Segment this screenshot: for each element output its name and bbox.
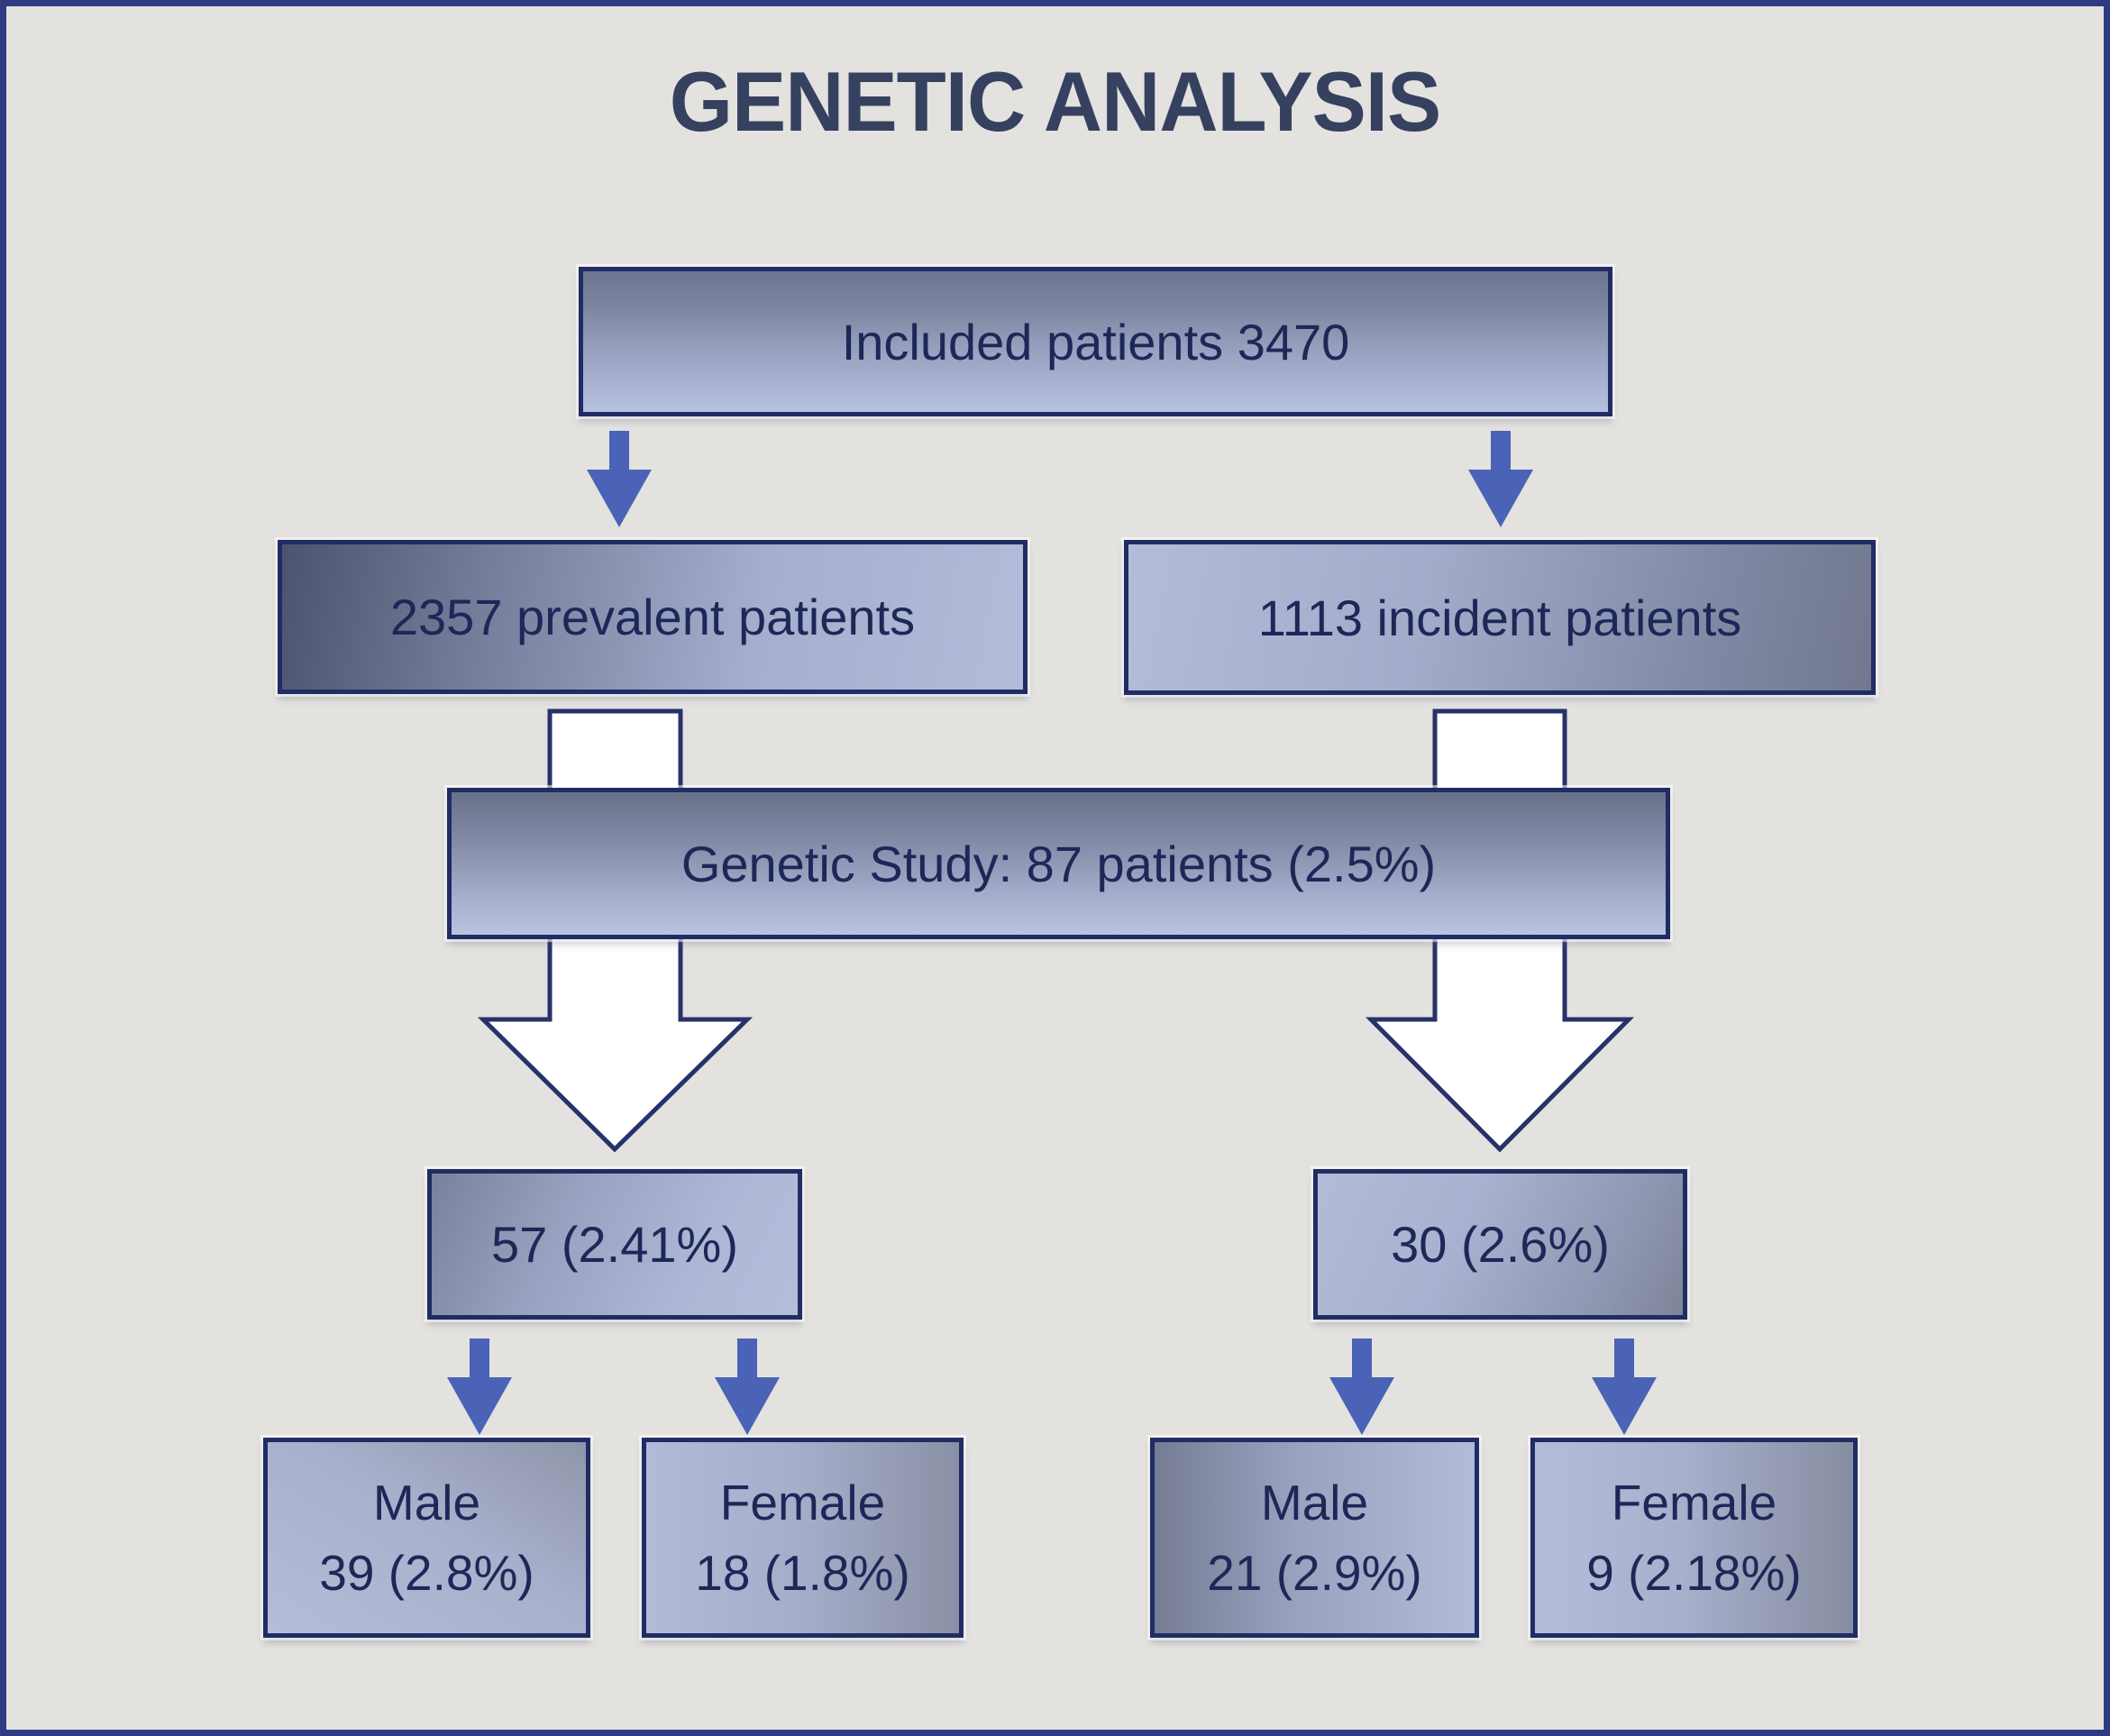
node-prevalent-male-title: Male xyxy=(372,1474,481,1530)
node-genetic-study-label: Genetic Study: 87 patients (2.5%) xyxy=(680,835,1437,892)
arrow-included-to-incident-icon xyxy=(1468,431,1533,527)
arrow-30-to-male-icon xyxy=(1329,1339,1394,1435)
arrow-30-to-female-icon xyxy=(1592,1339,1657,1435)
arrow-57-to-male-icon xyxy=(447,1339,512,1435)
node-included-patients: Included patients 3470 xyxy=(579,267,1612,416)
node-included-patients-label: Included patients 3470 xyxy=(841,313,1350,370)
node-prevalent-female-title: Female xyxy=(719,1474,886,1530)
node-incident-male-value: 21 (2.9%) xyxy=(1207,1545,1422,1601)
node-incident-genetic-count: 30 (2.6%) xyxy=(1313,1169,1687,1320)
arrow-57-to-female-icon xyxy=(715,1339,780,1435)
diagram-title: GENETIC ANALYSIS xyxy=(669,54,1441,149)
node-prevalent-female: Female 18 (1.8%) xyxy=(642,1438,964,1638)
node-incident-patients-label: 1113 incident patients xyxy=(1257,589,1742,646)
node-prevalent-male-value: 39 (2.8%) xyxy=(319,1545,534,1601)
node-incident-female: Female 9 (2.18%) xyxy=(1530,1438,1858,1638)
arrow-included-to-prevalent-icon xyxy=(587,431,652,527)
node-incident-female-value: 9 (2.18%) xyxy=(1586,1545,1802,1601)
node-incident-genetic-count-label: 30 (2.6%) xyxy=(1391,1216,1610,1273)
node-incident-male-title: Male xyxy=(1260,1474,1369,1530)
node-prevalent-patients: 2357 prevalent patients xyxy=(278,540,1028,694)
node-prevalent-patients-label: 2357 prevalent patients xyxy=(389,589,916,645)
node-incident-patients: 1113 incident patients xyxy=(1124,540,1876,695)
node-incident-male: Male 21 (2.9%) xyxy=(1150,1438,1479,1638)
node-prevalent-genetic-count: 57 (2.41%) xyxy=(427,1169,802,1320)
node-prevalent-male: Male 39 (2.8%) xyxy=(263,1438,590,1638)
node-genetic-study: Genetic Study: 87 patients (2.5%) xyxy=(447,788,1670,939)
node-prevalent-female-value: 18 (1.8%) xyxy=(695,1545,910,1601)
node-prevalent-genetic-count-label: 57 (2.41%) xyxy=(491,1216,738,1273)
node-incident-female-title: Female xyxy=(1611,1474,1777,1530)
